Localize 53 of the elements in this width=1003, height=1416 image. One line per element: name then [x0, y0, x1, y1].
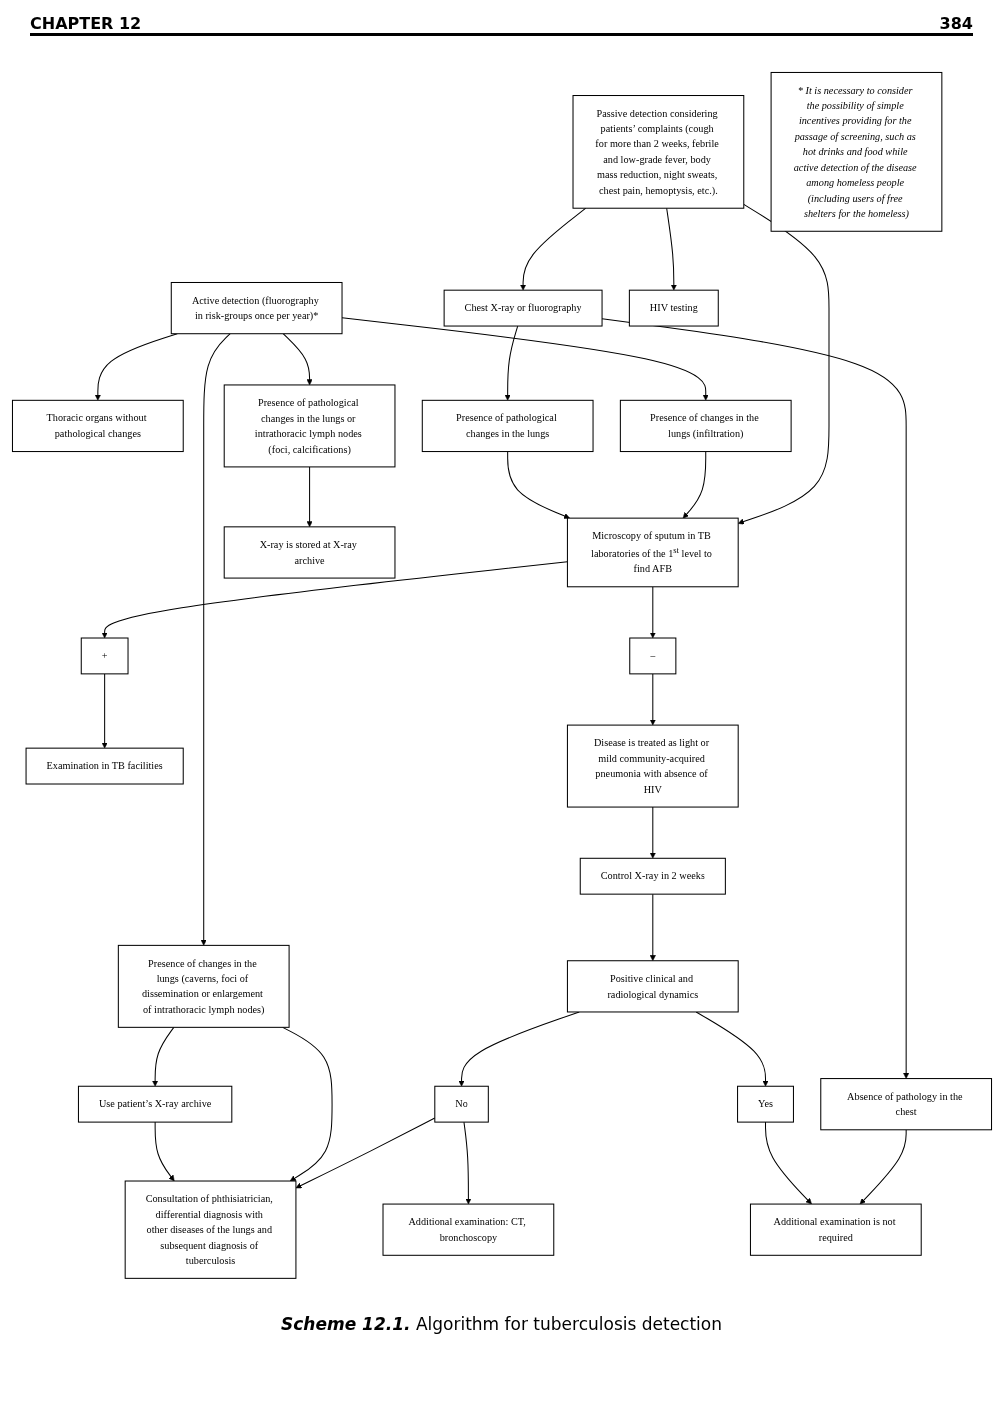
- arrow: [101, 672, 108, 748]
- node-box: No: [433, 1085, 489, 1123]
- node-box: Presence of pathological changes in the lungs: [421, 399, 594, 452]
- node-box: Control X-ray in 2 weeks: [579, 857, 726, 895]
- node-box: X-ray is stored at X-ray archive: [223, 525, 395, 579]
- arrow: [665, 207, 677, 291]
- arrow: [154, 1121, 174, 1181]
- node-box: Presence of changes in the lungs (caverns, foci of dissemination or enlargement of intrathoracic lymph nodes): [117, 944, 290, 1028]
- node-box: +: [80, 637, 129, 674]
- node-box: Presence of changes in the lungs (infiltration): [619, 399, 792, 452]
- node-box: Chest X-ray or fluorography: [443, 289, 603, 327]
- arrow: [682, 450, 706, 518]
- arrow: [649, 585, 656, 638]
- node-box: * It is necessary to consider the possibility of simple incentives providing for the passage of screening, such as hot drinks and food while active detection of the disease among homeless people (including users of free shelters for the homeless): [770, 71, 942, 232]
- node-box: Microscopy of sputum in TB laboratories of the 1$^{st}$ level to find AFB: [566, 517, 739, 587]
- arrow: [200, 332, 231, 946]
- node-box: Disease is treated as light or mild community-acquired pneumonia with absence of HIV: [566, 724, 739, 808]
- node-box: Passive detection considering patients’ complaints (cough for more than 2 weeks, febrile and low-grade fever, body mass reduction, night sweats, chest pain, hemoptysis, etc.).: [572, 94, 744, 209]
- arrow: [737, 203, 829, 525]
- arrow: [519, 207, 586, 291]
- arrow: [649, 672, 656, 725]
- arrow: [341, 316, 709, 401]
- node-box: Positive clinical and radiological dynamics: [566, 959, 739, 1013]
- node-box: Absence of pathology in the chest: [819, 1077, 992, 1130]
- node-box: Additional examination: CT, bronchoscopy: [382, 1203, 554, 1256]
- arrow: [695, 1011, 768, 1087]
- arrow: [462, 1121, 471, 1204]
- arrow: [295, 1117, 435, 1188]
- node-box: Presence of pathological changes in the lungs or intrathoracic lymph nodes (foci, calcifications): [223, 384, 395, 467]
- figure-caption: Scheme 12.1. Algorithm for tuberculosis detection: [279, 1314, 724, 1334]
- arrow: [506, 450, 570, 519]
- node-box: Examination in TB facilities: [25, 747, 184, 785]
- node-box: Consultation of phthisiatrician, differential diagnosis with other diseases of the lungs and subsequent diagnosis of tuberculosis: [124, 1180, 296, 1279]
- chapter-heading: CHAPTER 12: [30, 14, 142, 33]
- node-box: –: [628, 637, 676, 674]
- arrow: [94, 332, 178, 401]
- arrow: [649, 806, 656, 859]
- arrow: [306, 466, 313, 527]
- node-box: Use patient’s X-ray archive: [77, 1085, 232, 1123]
- arrow: [649, 893, 656, 961]
- arrow: [281, 1026, 333, 1181]
- page-number: 384: [939, 14, 973, 33]
- arrow: [151, 1026, 174, 1087]
- node-box: Active detection (fluorography in risk-groups once per year)*: [170, 281, 343, 334]
- node-box: Yes: [736, 1085, 794, 1123]
- arrow: [504, 325, 518, 401]
- arrow: [282, 332, 313, 385]
- arrow: [601, 317, 909, 1079]
- node-box: Additional examination is not required: [749, 1203, 922, 1256]
- node-box: HIV testing: [628, 289, 719, 327]
- node-box: Thoracic organs without pathological changes: [11, 399, 184, 452]
- arrow: [764, 1121, 812, 1204]
- arrow: [859, 1128, 907, 1204]
